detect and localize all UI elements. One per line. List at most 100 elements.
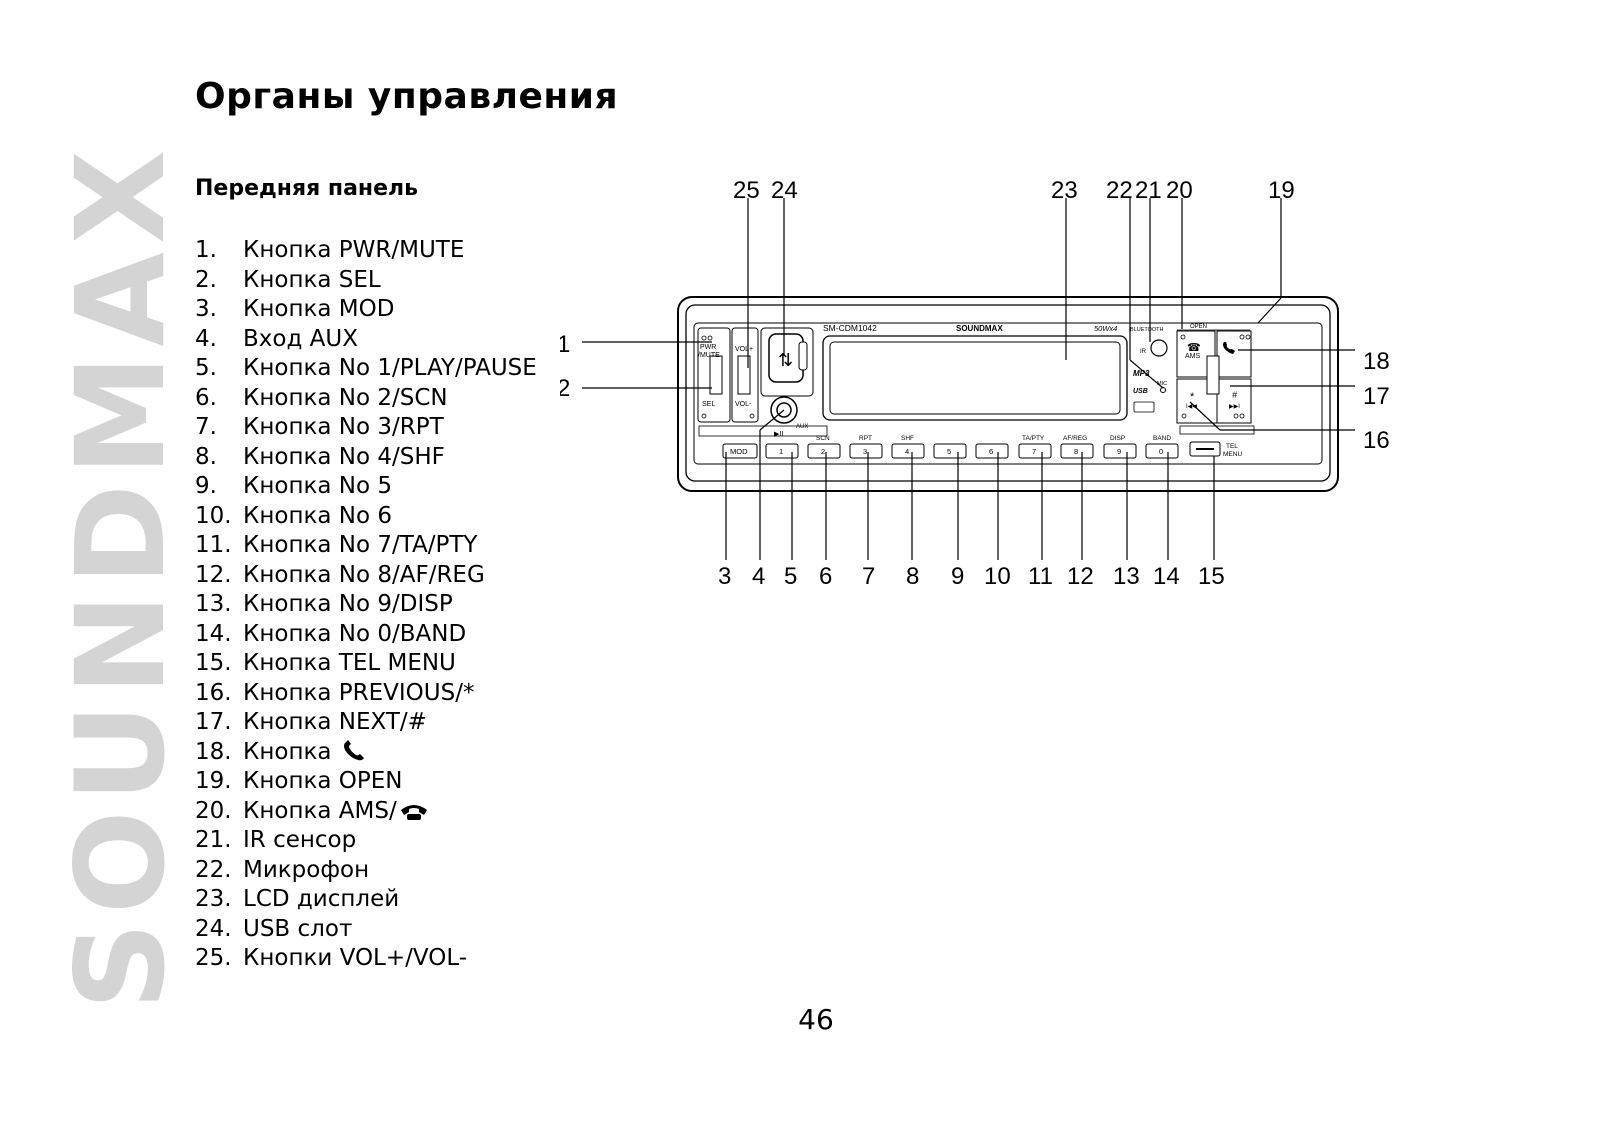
svg-text:8: 8 [1074,447,1078,456]
mic-label: MIC [1157,381,1167,387]
controls-list: 1.Кнопка PWR/MUTE 2.Кнопка SEL 3.Кнопка … [195,236,537,974]
callout-20: 20 [1166,177,1193,204]
list-item: 23.LCD дисплей [195,886,400,912]
callout-14: 14 [1153,563,1180,590]
key-8 [1060,443,1094,459]
bluetooth-label: BLUETOOTH [1130,327,1164,333]
prev-next-slider [1206,355,1220,395]
key-label-rpt: RPT [859,435,872,442]
page-title: Органы управления [195,76,619,117]
mod-button [722,443,758,459]
aux-label: AUX [796,424,808,430]
callout-4: 4 [752,563,765,590]
callout-16: 16 [1363,427,1390,454]
key-2 [807,443,841,459]
key-label-band: BAND [1153,435,1171,442]
list-item: 14.Кнопка No 0/BAND [195,620,467,647]
callout-12: 12 [1067,563,1094,590]
key-6 [975,443,1009,459]
list-item: 25.Кнопки VOL+/VOL- [195,945,468,971]
svg-text:2: 2 [821,447,825,456]
svg-text:4: 4 [905,447,909,456]
brand-watermark: SOUNDMAX [50,142,192,1010]
microphone [1160,387,1166,393]
power-label: 50Wx4 [1094,324,1117,333]
ams-button [1176,330,1216,378]
callout-numbers: 1 2 3 4 5 6 7 8 9 10 11 12 13 14 15 16 1… [560,177,1390,590]
list-item: 17.Кнопка NEXT/# [195,709,427,735]
panel-housing [677,296,1339,492]
svg-text:0: 0 [1159,447,1163,456]
front-panel-diagram: PWR /MUTE SEL VOL+ VOL- ⇅ AUX ▶II SM-CDM… [560,177,1390,590]
key-label-shf: SHF [901,435,914,442]
mp3-label: MP3 [1133,369,1150,378]
list-item: 21.IR сенсор [195,827,357,853]
list-item: 1.Кнопка PWR/MUTE [195,237,465,263]
ams-label: AMS [1185,353,1201,360]
vol-rocker [731,327,759,423]
hash-label: # [1232,390,1238,400]
aux-jack [770,396,798,424]
svg-text:5: 5 [947,447,951,456]
callout-21: 21 [1135,177,1162,204]
list-item: 24.USB слот [195,915,353,942]
svg-text:MOD: MOD [730,447,748,456]
callout-3: 3 [718,563,731,590]
hangup-glyph-icon: ☎ [1187,342,1201,354]
panel-inner [693,322,1323,465]
vol-plus-label: VOL+ [735,346,753,353]
list-item: 9.Кнопка No 5 [195,473,392,499]
key-7 [1018,443,1052,459]
svg-text:3: 3 [863,447,867,456]
prev-label: I◀◀ [1186,404,1197,410]
callout-18: 18 [1363,348,1390,375]
key-5 [933,443,967,459]
sel-label: SEL [702,401,715,408]
panel-face [685,304,1331,482]
pwr-sel-slider [709,355,723,395]
list-item: 10.Кнопка No 6 [195,502,392,529]
list-item: 3.Кнопка MOD [195,296,395,322]
callout-19: 19 [1268,177,1295,204]
list-item: 13.Кнопка No 9/DISP [195,591,453,617]
pwr-label: PWR [700,344,716,351]
phone-hangup-icon [400,804,427,820]
callout-9: 9 [951,563,964,590]
key-label-afreg: AF/REG [1063,435,1087,442]
callout-lines [582,198,1355,560]
callout-25: 25 [733,177,760,204]
ir-label: IR [1140,349,1147,355]
callout-17: 17 [1363,383,1390,410]
svg-text:7: 7 [1032,447,1036,456]
pwr-sel-rocker [697,327,731,423]
star-label: * [1190,391,1195,403]
usb-label: USB [1133,388,1148,395]
list-item: 16.Кнопка PREVIOUS/* [195,679,475,706]
usb-slot-tab [798,341,808,371]
usb-icon: ⇅ [778,350,793,370]
list-item: 8.Кнопка No 4/SHF [195,443,445,470]
key-3 [849,443,883,459]
key-9 [1103,443,1137,459]
menu-label: MENU [1223,451,1242,458]
key-4 [891,443,925,459]
play-pause-label: ▶II [774,431,783,438]
list-item: 4.Вход AUX [195,325,358,352]
list-item: 12.Кнопка No 8/AF/REG [195,561,485,588]
list-item: 2.Кнопка SEL [195,266,381,293]
list-item: 5.Кнопка No 1/PLAY/PAUSE [195,355,537,381]
callout-24: 24 [771,177,798,204]
callout-8: 8 [906,563,919,590]
number-keys: 1 2 3 4 5 6 7 8 9 0 [765,443,1179,459]
callout-23: 23 [1051,177,1078,204]
vol-minus-label: VOL- [735,401,752,408]
list-item: 11.Кнопка No 7/TA/PTY [195,532,478,558]
callout-13: 13 [1113,563,1140,590]
svg-text:1: 1 [779,447,783,456]
list-item: 6.Кнопка No 2/SCN [195,384,448,411]
callout-15: 15 [1198,563,1225,590]
callout-11: 11 [1028,563,1053,590]
page-number: 46 [798,1003,834,1036]
callout-2: 2 [560,375,570,402]
list-item: 22.Микрофон [195,856,370,883]
